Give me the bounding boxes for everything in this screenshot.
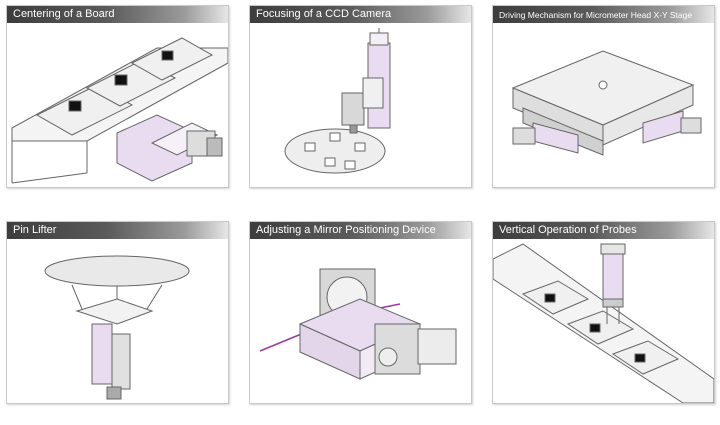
ccd-camera-illustration bbox=[284, 28, 391, 174]
pin-lifter-illustration bbox=[44, 255, 190, 400]
card-title: Adjusting a Mirror Positioning Device bbox=[256, 224, 436, 236]
card-title: Focusing of a CCD Camera bbox=[256, 8, 392, 20]
card-header: Centering of a Board bbox=[7, 6, 228, 23]
mirror-positioning-illustration bbox=[259, 268, 457, 380]
card-title: Driving Mechanism for Micrometer Head X-… bbox=[499, 10, 693, 20]
card-header: Adjusting a Mirror Positioning Device bbox=[250, 222, 471, 239]
card-header: Vertical Operation of Probes bbox=[493, 222, 714, 239]
card-header: Pin Lifter bbox=[7, 222, 228, 239]
card-mirror-positioning-device[interactable]: Adjusting a Mirror Positioning Device bbox=[249, 221, 472, 404]
xy-stage-illustration bbox=[511, 50, 702, 156]
card-header: Driving Mechanism for Micrometer Head X-… bbox=[493, 6, 714, 23]
card-pin-lifter[interactable]: Pin Lifter bbox=[6, 221, 229, 404]
card-vertical-operation-of-probes[interactable]: Vertical Operation of Probes bbox=[492, 221, 715, 404]
card-title: Pin Lifter bbox=[13, 224, 57, 236]
card-xy-stage-driving-mechanism[interactable]: Driving Mechanism for Micrometer Head X-… bbox=[492, 5, 715, 188]
card-title: Centering of a Board bbox=[13, 8, 115, 20]
board-centering-illustration bbox=[11, 37, 228, 184]
card-header: Focusing of a CCD Camera bbox=[250, 6, 471, 23]
card-title: Vertical Operation of Probes bbox=[499, 224, 637, 236]
probes-illustration bbox=[493, 243, 714, 403]
card-focusing-of-a-ccd-camera[interactable]: Focusing of a CCD Camera bbox=[249, 5, 472, 188]
card-centering-of-a-board[interactable]: Centering of a Board bbox=[6, 5, 229, 188]
